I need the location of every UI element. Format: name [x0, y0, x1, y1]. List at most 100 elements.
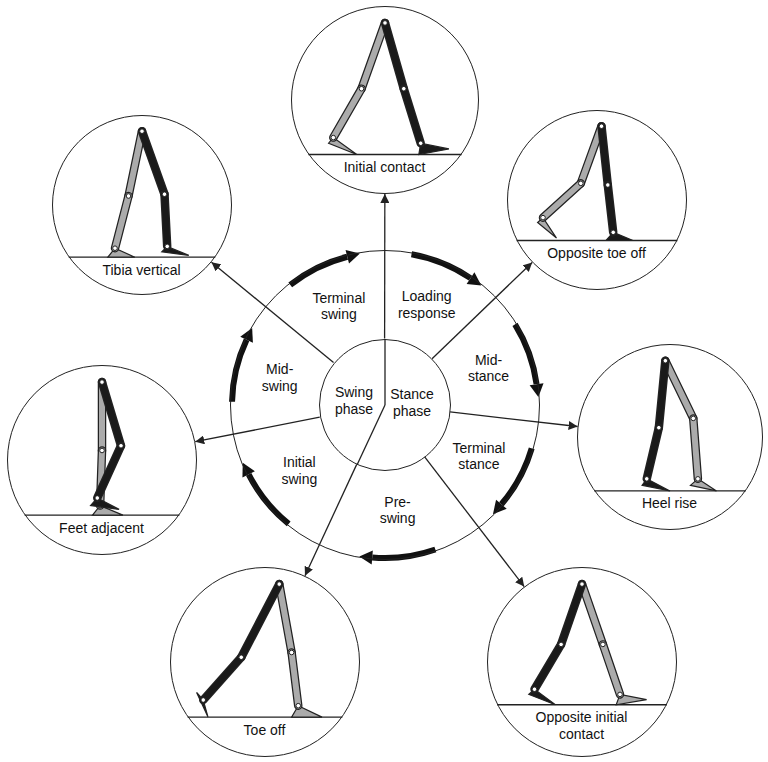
leg [108, 129, 145, 257]
joint [601, 642, 606, 647]
joint [140, 129, 145, 134]
joint [657, 425, 662, 430]
phase-hub: Swing phaseStance phase [319, 339, 451, 471]
cycle-arrowhead [493, 500, 507, 514]
leg-segment-outline [279, 584, 291, 652]
joint [599, 124, 604, 129]
joint [644, 477, 649, 482]
leg-figure [517, 124, 678, 241]
phase-group-label: Stance phase [387, 386, 437, 419]
joint [580, 582, 585, 587]
joint [559, 642, 564, 647]
joint [126, 194, 131, 199]
gait-event-circle: Feet adjacent [7, 365, 197, 555]
joint [95, 496, 100, 501]
joint [599, 124, 604, 129]
leg-segment [241, 584, 279, 657]
phase-label: Initial swing [271, 453, 327, 488]
leg [93, 380, 123, 515]
gait-event-circle: Initial contact [291, 6, 479, 194]
leg-segment [647, 428, 659, 479]
phase-ring: Swing phaseStance phase Loading responseM… [230, 250, 540, 560]
cycle-arrow [232, 328, 253, 402]
leg-segment [385, 23, 404, 89]
leg-figure [69, 129, 216, 257]
joint [611, 230, 616, 235]
leg-figure [188, 582, 343, 717]
cycle-arrow [359, 549, 435, 564]
joint [383, 21, 388, 26]
cycle-arrowhead [242, 463, 254, 478]
leg-segment-outline [693, 418, 698, 478]
leg-segment [362, 23, 386, 89]
leg-segment-outline [97, 446, 121, 498]
ground-line [308, 154, 461, 155]
joint [418, 141, 423, 146]
phase-label: Pre-swing [373, 493, 423, 528]
leg [538, 124, 604, 238]
leg [197, 582, 282, 717]
cycle-arrowhead [240, 328, 253, 343]
phase-pointer [450, 412, 578, 427]
cycle-arc [412, 254, 471, 278]
phase-group-label: Swing phase [329, 384, 379, 417]
phase-label: Mid-swing [255, 361, 305, 396]
leg [663, 358, 716, 491]
joint [663, 358, 668, 363]
leg-segment [693, 418, 698, 478]
leg-segment [543, 183, 581, 217]
leg-segment-outline [241, 584, 279, 657]
leg-segment-outline [102, 382, 121, 446]
joint [579, 181, 584, 186]
cycle-arrowhead [467, 272, 482, 285]
leg-segment-outline [203, 657, 241, 700]
phase-label: Loading response [391, 288, 463, 323]
cycle-arrowhead [359, 550, 373, 564]
joint [580, 582, 585, 587]
leg-segment-outline [362, 23, 386, 89]
joint [618, 692, 623, 697]
phase-label: Terminal stance [446, 439, 512, 474]
cycle-arrowhead [530, 383, 544, 397]
leg-segment [102, 382, 121, 446]
leg-segment-outline [129, 131, 143, 196]
leg-segment-outline [647, 428, 659, 479]
phase-pointer [425, 457, 525, 587]
cycle-arc [232, 340, 247, 402]
joint [140, 129, 145, 134]
leg-segment-outline [561, 584, 582, 644]
gait-event-circle: Opposite initial contact [487, 567, 677, 757]
gait-event-circle: Tibia vertical [52, 115, 232, 295]
joint [606, 183, 611, 188]
leg-segment-outline [165, 194, 168, 246]
leg-segment [404, 89, 421, 144]
joint [296, 703, 301, 708]
leg [277, 582, 322, 717]
joint [691, 416, 696, 421]
leg-segment-outline [665, 361, 693, 419]
leg [91, 380, 124, 510]
leg-segment [142, 131, 165, 194]
leg-segment [665, 361, 693, 419]
joint [165, 244, 170, 249]
joint [239, 655, 244, 660]
leg [529, 582, 585, 705]
joint [277, 582, 282, 587]
joint [162, 192, 167, 197]
leg-segment [279, 584, 291, 652]
leg-segment [535, 644, 562, 689]
event-caption: Opposite toe off [547, 245, 647, 262]
leg-segment [97, 446, 121, 498]
leg-figure [308, 21, 461, 155]
joint [100, 448, 105, 453]
leg-segment-outline [602, 126, 608, 185]
leg-segment-outline [333, 89, 361, 138]
leg-segment-outline [608, 185, 613, 232]
leg-segment-outline [115, 196, 129, 248]
leg-segment-outline [543, 183, 581, 217]
leg-segment-outline [535, 644, 562, 689]
joint [100, 380, 105, 385]
